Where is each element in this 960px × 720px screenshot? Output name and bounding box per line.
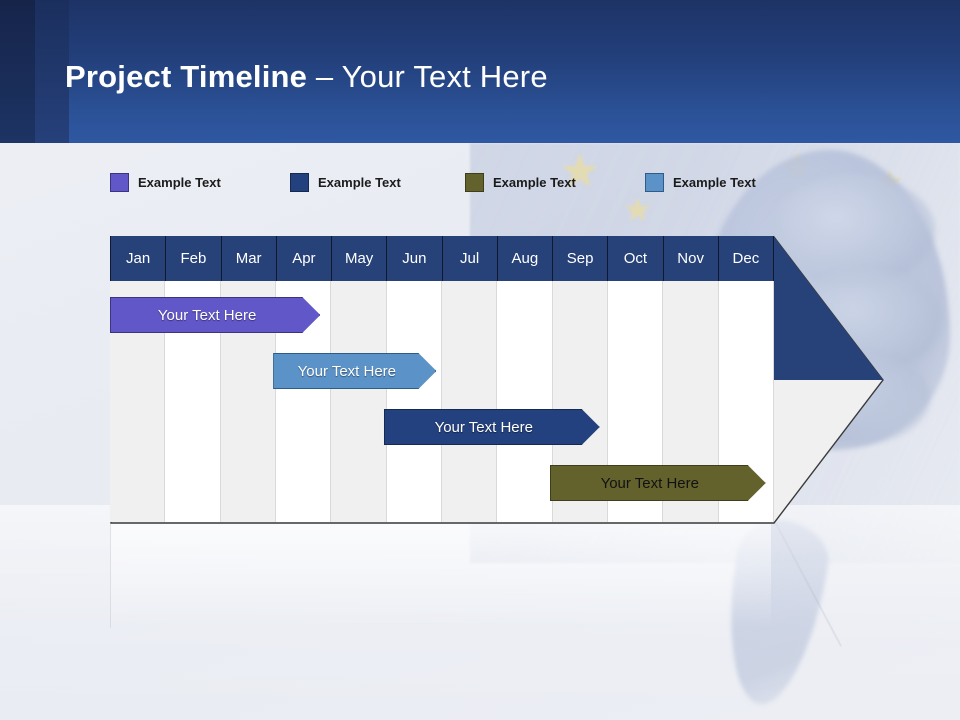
page-title: Project Timeline – Your Text Here: [65, 59, 548, 95]
legend-item-2[interactable]: Example Text: [290, 170, 401, 194]
title-bar-band-mid: [35, 0, 69, 143]
legend-item-1[interactable]: Example Text: [110, 170, 221, 194]
legend-item-3[interactable]: Example Text: [465, 170, 576, 194]
timeline-bar-2[interactable]: Your Text Here: [273, 353, 436, 389]
grid-column-may: [331, 281, 387, 522]
month-header-feb[interactable]: Feb: [166, 236, 222, 281]
month-header-sep[interactable]: Sep: [553, 236, 609, 281]
flag-star-icon: ★: [876, 165, 903, 200]
thumb-down-image: [714, 513, 834, 712]
timeline-bar-label: Your Text Here: [297, 362, 397, 380]
month-header-jul[interactable]: Jul: [443, 236, 498, 281]
month-header-may[interactable]: May: [332, 236, 388, 281]
month-header-jan[interactable]: Jan: [110, 236, 167, 281]
month-header-apr[interactable]: Apr: [277, 236, 332, 281]
legend: Example Text Example Text Example Text Exam…: [110, 170, 810, 194]
page-title-light: Your Text Here: [341, 59, 548, 94]
timeline-bar-4[interactable]: Your Text Here: [550, 465, 766, 501]
month-header-nov[interactable]: Nov: [664, 236, 719, 281]
legend-swatch-icon: [110, 172, 129, 192]
month-header-dec[interactable]: Dec: [719, 236, 774, 281]
page-title-strong: Project Timeline: [65, 59, 308, 94]
month-header-mar[interactable]: Mar: [222, 236, 277, 281]
grid-column-jul: [441, 281, 498, 522]
timeline-bar-3[interactable]: Your Text Here: [384, 409, 600, 445]
flag-star-icon: ★: [624, 193, 651, 228]
legend-swatch-icon: [645, 172, 664, 192]
legend-swatch-icon: [290, 172, 309, 192]
grid-column-jun: [386, 281, 442, 522]
timeline-bar-label: Your Text Here: [600, 474, 699, 492]
month-header-oct[interactable]: Oct: [608, 236, 664, 281]
legend-label: Example Text: [318, 174, 401, 190]
legend-label: Example Text: [138, 174, 221, 190]
timeline-bar-1[interactable]: Your Text Here: [110, 297, 320, 333]
page-title-dash: –: [307, 59, 342, 94]
title-bar: Project Timeline – Your Text Here: [0, 0, 960, 143]
timeline-bar-label: Your Text Here: [434, 418, 533, 436]
legend-swatch-icon: [465, 172, 484, 192]
legend-label: Example Text: [673, 174, 756, 190]
grid-column-aug: [497, 281, 553, 522]
legend-label: Example Text: [493, 174, 576, 190]
timeline-bar-label: Your Text Here: [157, 306, 257, 324]
bottom-sheen: [0, 505, 960, 720]
legend-item-4[interactable]: Example Text: [645, 170, 756, 194]
title-bar-band-dark: [0, 0, 35, 143]
reflection-panel: [110, 524, 771, 628]
month-header-jun[interactable]: Jun: [387, 236, 443, 281]
month-header-aug[interactable]: Aug: [498, 236, 553, 281]
